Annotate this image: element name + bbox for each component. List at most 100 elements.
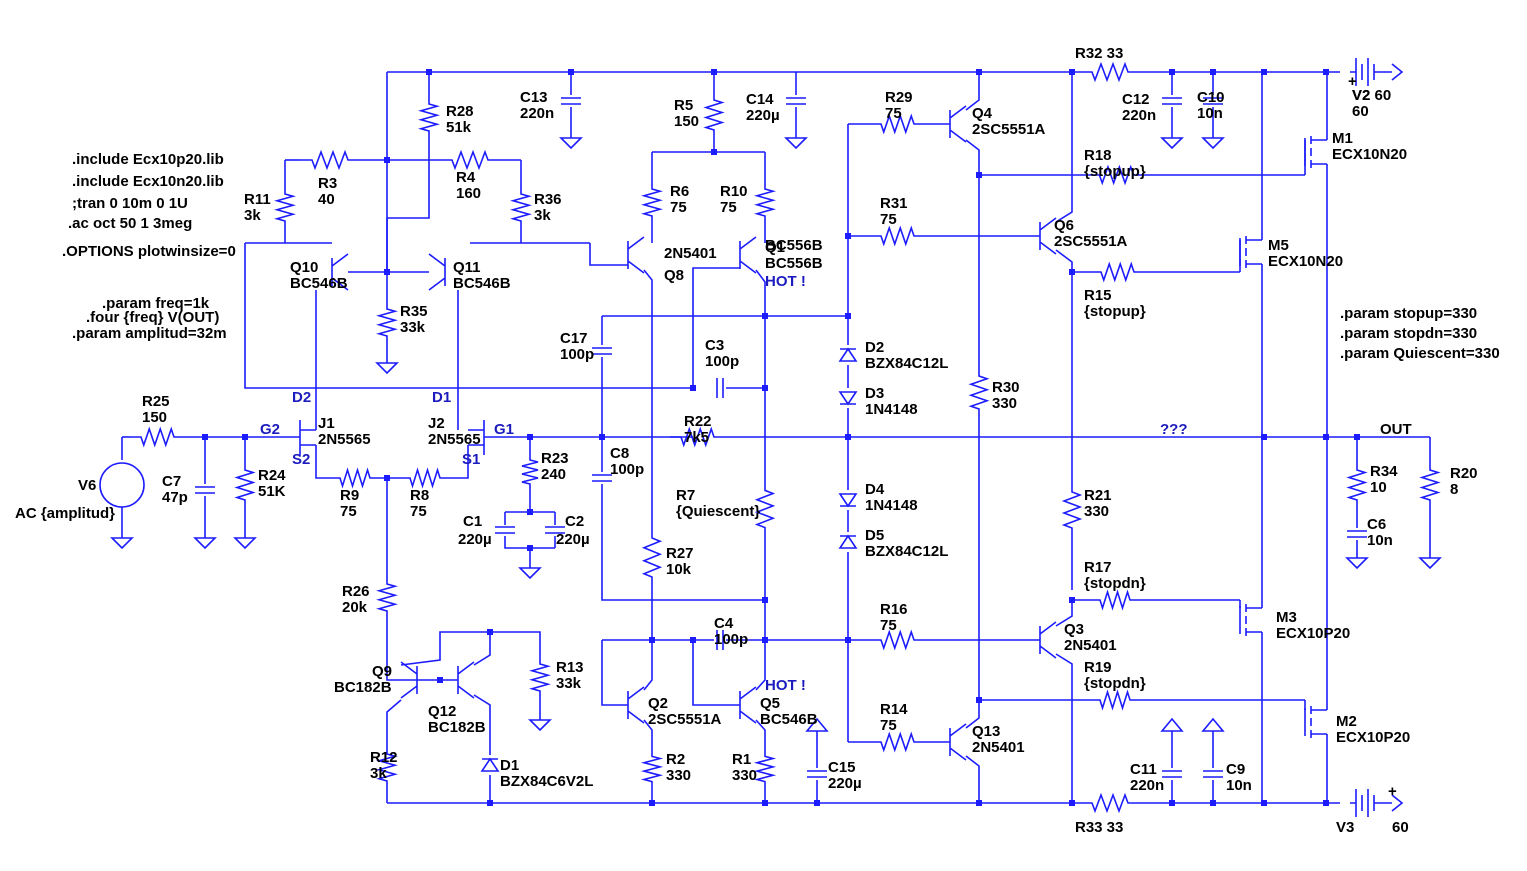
wire	[244, 243, 693, 389]
resistor-symbol	[376, 575, 398, 620]
value-q3: 2N5401	[1064, 637, 1117, 654]
wire	[400, 631, 490, 666]
q10-bjt	[331, 253, 349, 291]
d5-zener	[838, 534, 858, 549]
wire	[692, 640, 740, 706]
value-r14: 75	[880, 717, 897, 734]
ref-c6: C6	[1367, 516, 1386, 533]
wire	[601, 640, 628, 706]
value-d2: BZX84C12L	[865, 355, 948, 372]
value-r18: {stopup}	[1084, 163, 1146, 180]
ground-icon	[518, 560, 542, 580]
ground-icon	[375, 355, 399, 375]
value-c2: 220µ	[556, 531, 590, 548]
net-d1: D1	[432, 389, 451, 406]
resistor-symbol	[754, 180, 776, 225]
wire	[1055, 72, 1073, 223]
ref-r23: R23	[541, 450, 569, 467]
ground-icon	[784, 130, 808, 150]
value-q6: 2SC5551A	[1054, 233, 1128, 250]
junction-dot	[487, 800, 493, 806]
ref-c8: C8	[610, 445, 629, 462]
value-c10: 10n	[1197, 105, 1223, 122]
junction-dot	[384, 269, 390, 275]
value-q12: BC182B	[428, 719, 486, 736]
resistor-symbol	[870, 629, 925, 651]
c3-capacitor	[716, 378, 724, 398]
value-r4: 160	[456, 185, 481, 202]
ref-q6: Q6	[1054, 217, 1074, 234]
ground-icon	[1418, 550, 1442, 570]
ref-d4: D4	[865, 481, 885, 498]
junction-dot	[845, 233, 851, 239]
resistor-symbol	[130, 426, 185, 448]
ref-r19: R19	[1084, 659, 1112, 676]
ref-r32: R32 33	[1075, 45, 1123, 62]
wire	[386, 620, 417, 681]
resistor-symbol	[274, 185, 296, 230]
value-c8: 100p	[610, 461, 644, 478]
value-d3: 1N4148	[865, 401, 918, 418]
value-v6: AC {amplitud}	[15, 505, 115, 522]
value-q9: BC182B	[334, 679, 392, 696]
resistor-symbol	[870, 113, 925, 135]
components	[99, 58, 1442, 817]
value-d4: 1N4148	[865, 497, 918, 514]
ground-icon	[1345, 550, 1369, 570]
q2-bjt	[627, 686, 645, 724]
ref-r5: R5	[674, 97, 693, 114]
c6-capacitor	[1347, 530, 1367, 538]
resistor-symbol	[529, 655, 551, 700]
value-c11: 220n	[1130, 777, 1164, 794]
junction-dot	[487, 629, 493, 635]
ground-icon	[528, 712, 552, 732]
junction-dot	[845, 637, 851, 643]
resistor-symbol	[703, 90, 725, 140]
resistor-symbol	[670, 426, 725, 448]
ref-c10: C10	[1197, 89, 1225, 106]
wire	[504, 536, 555, 549]
directive: .OPTIONS plotwinsize=0	[62, 243, 236, 260]
q3-bjt	[1039, 621, 1057, 659]
ref-v6: V6	[78, 477, 96, 494]
c8-capacitor	[592, 474, 612, 482]
junction-dot	[568, 69, 574, 75]
c15-capacitor	[807, 770, 827, 778]
ground-icon	[233, 530, 257, 550]
net-g2: G2	[260, 421, 280, 438]
value-r15: {stopup}	[1084, 303, 1146, 320]
ref-m3: M3	[1276, 609, 1297, 626]
value-r34: 10	[1370, 479, 1387, 496]
junction-dot	[527, 434, 533, 440]
q1-bjt	[739, 236, 757, 274]
ref-r14: R14	[880, 701, 908, 718]
ref-r13: R13	[556, 659, 584, 676]
directive: .include Ecx10p20.lib	[72, 151, 224, 168]
wire	[1055, 249, 1073, 272]
value-q5: BC546B	[760, 711, 818, 728]
resistor-symbol	[1088, 164, 1145, 186]
wire	[589, 243, 628, 266]
junction-dot	[762, 597, 768, 603]
resistor-symbol	[1346, 460, 1368, 510]
value-c7: 47p	[162, 489, 188, 506]
value-r29: 75	[885, 105, 902, 122]
ref-j1: J1	[318, 415, 335, 432]
resistor-symbol	[968, 365, 990, 420]
ref-q8: Q8	[664, 267, 684, 284]
value-r36: 3k	[534, 207, 551, 224]
value-r6: 75	[670, 199, 687, 216]
ref-c15: C15	[828, 759, 856, 776]
value-r12: 3k	[370, 765, 387, 782]
value-r19: {stopdn}	[1084, 675, 1146, 692]
value-r24: 51K	[258, 483, 286, 500]
ground-icon	[559, 130, 583, 150]
d3-diode	[838, 391, 858, 406]
ref-r36: R36	[534, 191, 562, 208]
resistor-symbol	[376, 300, 398, 345]
ref-r17: R17	[1084, 559, 1112, 576]
ref-q1: Q1	[765, 239, 785, 256]
net-unknown: ???	[1160, 421, 1188, 438]
junction-dot	[1323, 434, 1329, 440]
